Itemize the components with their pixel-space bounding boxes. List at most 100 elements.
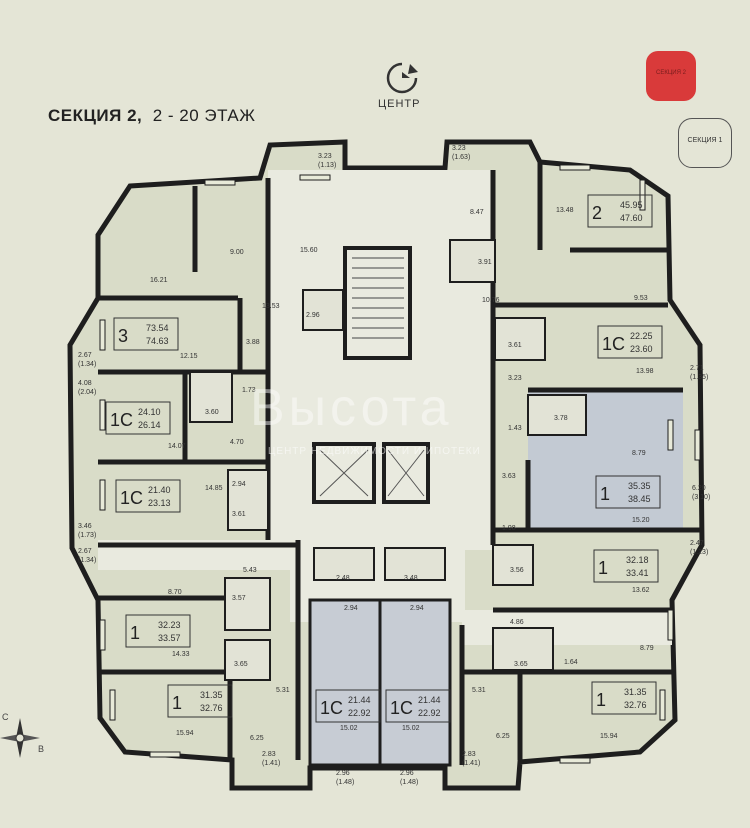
room-area: 1.98 bbox=[502, 525, 516, 532]
apartment-w1_a[interactable]: 1 32.23 33.57 bbox=[125, 614, 191, 648]
apartment-w1c_b[interactable]: 1С 21.40 23.13 bbox=[115, 479, 181, 513]
room-area: 3.91 bbox=[478, 259, 492, 266]
apartment-rooms: 1 bbox=[600, 484, 610, 504]
apartment-label-box bbox=[113, 317, 179, 351]
room-area: 2.96 bbox=[306, 312, 320, 319]
apartment-living-area: 22.25 bbox=[630, 331, 653, 341]
room-area: 4.08 bbox=[78, 380, 92, 387]
apartment-s1c-left[interactable] bbox=[308, 598, 382, 767]
apartment-living-area: 32.23 bbox=[158, 620, 181, 630]
floor-range: 2 - 20 ЭТАЖ bbox=[152, 106, 256, 125]
apartment-living-area: 45.95 bbox=[620, 200, 643, 210]
room-area: 8.79 bbox=[640, 645, 654, 652]
room-area: (1.41) bbox=[262, 760, 280, 767]
compass-east-label: В bbox=[38, 744, 44, 754]
room-area: 9.53 bbox=[634, 295, 648, 302]
room-area: 15.20 bbox=[632, 517, 650, 524]
apartment-total-area: 74.63 bbox=[146, 336, 169, 346]
room-area: 2.96 bbox=[400, 770, 414, 777]
compass-rose-icon: С В bbox=[0, 712, 44, 758]
room-area: 3.57 bbox=[232, 595, 246, 602]
center-label: ЦЕНТР bbox=[378, 98, 421, 110]
section-2-badge-label: СЕКЦИЯ 2 bbox=[656, 70, 686, 76]
room-area: 3.65 bbox=[514, 661, 528, 668]
apartment-rooms: 1С bbox=[602, 334, 625, 354]
apartment-label-box bbox=[167, 684, 233, 718]
apartment-living-area: 24.10 bbox=[138, 407, 161, 417]
elevator-left bbox=[312, 442, 376, 504]
room-area: 3.23 bbox=[508, 375, 522, 382]
room-area: 2.83 bbox=[262, 751, 276, 758]
apartment-rooms: 1 bbox=[172, 693, 182, 713]
room-area: (1.48) bbox=[336, 779, 354, 786]
apartment-total-area: 33.57 bbox=[158, 633, 181, 643]
staircase-steps bbox=[352, 257, 404, 339]
apartment-e2[interactable]: 2 45.95 47.60 bbox=[587, 194, 653, 228]
room-area: 15.94 bbox=[600, 733, 618, 740]
apartment-label-box bbox=[593, 549, 659, 583]
apartment-s1c-right[interactable] bbox=[378, 598, 452, 767]
apartment-total-area: 23.60 bbox=[630, 344, 653, 354]
apartment-rooms: 1С bbox=[120, 488, 143, 508]
room-area: 3.48 bbox=[404, 575, 418, 582]
room-area: 2.67 bbox=[78, 352, 92, 359]
room-area: 13.62 bbox=[632, 587, 650, 594]
window bbox=[204, 179, 236, 186]
apartment-total-area: 23.13 bbox=[148, 498, 171, 508]
room-area: 2.94 bbox=[410, 605, 424, 612]
apartment-living-area: 31.35 bbox=[200, 690, 223, 700]
room-area: (1.34) bbox=[78, 361, 96, 368]
room-area: 4.70 bbox=[230, 439, 244, 446]
room-area: 2.71 bbox=[690, 365, 704, 372]
apartment-living-area: 21.44 bbox=[418, 695, 441, 705]
apartment-rooms: 1 bbox=[130, 623, 140, 643]
apartment-rooms: 2 bbox=[592, 203, 602, 223]
room-area: 2.83 bbox=[462, 751, 476, 758]
room-area: 5.31 bbox=[472, 687, 486, 694]
room-area: (1.73) bbox=[78, 532, 96, 539]
room-area: 16.21 bbox=[150, 277, 168, 284]
staircase bbox=[343, 246, 412, 360]
room-area: 1.73 bbox=[242, 387, 256, 394]
apartment-label-box bbox=[587, 194, 653, 228]
room-area: 6.25 bbox=[496, 733, 510, 740]
room-area: 3.23 bbox=[452, 145, 466, 152]
window bbox=[99, 619, 106, 651]
elevator-right bbox=[382, 442, 430, 504]
apartment-rooms: 1 bbox=[598, 558, 608, 578]
room-area: 15.02 bbox=[402, 725, 420, 732]
elevator-left-cross bbox=[319, 449, 369, 497]
room-area: 3.65 bbox=[234, 661, 248, 668]
section-name: СЕКЦИЯ 2, bbox=[48, 106, 143, 125]
apartment-total-area: 47.60 bbox=[620, 213, 643, 223]
room-area: 14.07 bbox=[168, 443, 186, 450]
apartment-total-area: 26.14 bbox=[138, 420, 161, 430]
room-area: 13.48 bbox=[556, 207, 574, 214]
apartment-living-area: 21.40 bbox=[148, 485, 171, 495]
room-area: 13.98 bbox=[636, 368, 654, 375]
section-1-badge[interactable]: СЕКЦИЯ 1 bbox=[678, 118, 732, 168]
apartment-living-area: 21.44 bbox=[348, 695, 371, 705]
apartment-living-area: 31.35 bbox=[624, 687, 647, 697]
apartment-e1c[interactable]: 1С 22.25 23.60 bbox=[597, 325, 663, 359]
room-area: (1.48) bbox=[400, 779, 418, 786]
window bbox=[559, 164, 591, 171]
room-area: (3.10) bbox=[692, 494, 710, 501]
elevator-right-cross bbox=[387, 449, 425, 497]
apartment-rooms: 1С bbox=[390, 698, 413, 718]
apartment-total-area: 33.41 bbox=[626, 568, 649, 578]
room-area: 10.76 bbox=[482, 297, 500, 304]
room-area: (1.13) bbox=[318, 162, 336, 169]
section-2-badge[interactable]: СЕКЦИЯ 2 bbox=[646, 51, 696, 101]
